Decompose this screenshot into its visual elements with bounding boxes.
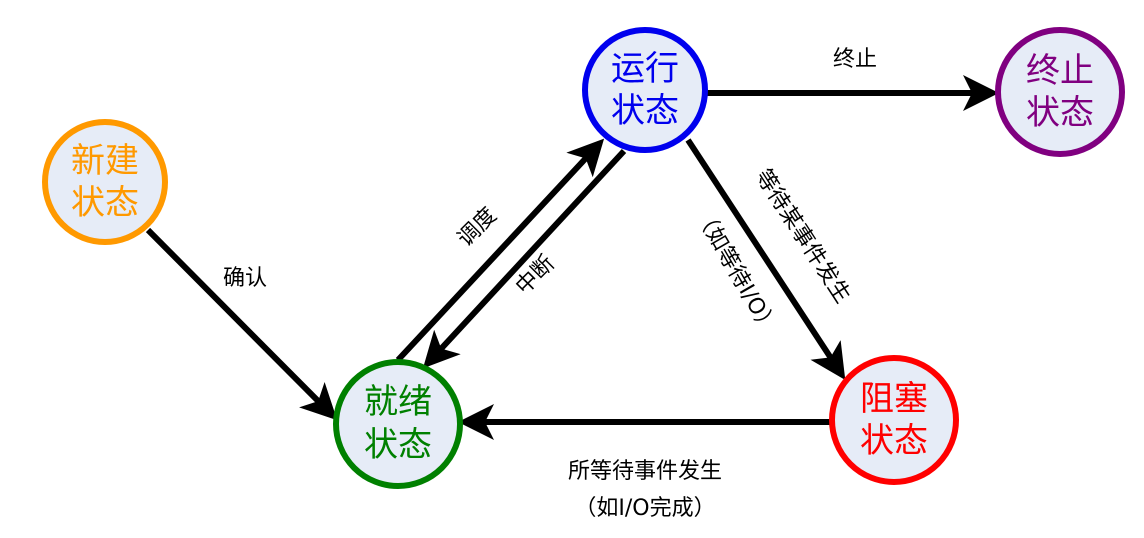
label-wait-event: 等待某事件发生 bbox=[750, 165, 855, 308]
node-new: 新建 状态 bbox=[42, 119, 168, 245]
node-ready-line2: 状态 bbox=[364, 425, 432, 465]
label-wait-example: （如等待I/O） bbox=[689, 204, 781, 339]
node-new-line1: 新建 bbox=[71, 141, 139, 181]
node-blocked-line2: 状态 bbox=[860, 421, 928, 461]
node-terminated-line2: 状态 bbox=[1026, 93, 1094, 133]
edge-ready-to-running bbox=[395, 138, 605, 363]
node-terminated: 终止 状态 bbox=[995, 27, 1125, 157]
edge-running-to-ready bbox=[422, 148, 627, 369]
label-event-example: （如I/O完成） bbox=[574, 496, 715, 521]
label-terminate: 终止 bbox=[833, 47, 877, 72]
node-running-line1: 运行 bbox=[611, 49, 679, 89]
label-dispatch: 调度 bbox=[453, 203, 502, 252]
label-interrupt: 中断 bbox=[511, 251, 560, 300]
node-blocked-line1: 阻塞 bbox=[860, 379, 928, 419]
node-terminated-line1: 终止 bbox=[1026, 51, 1094, 91]
node-new-line2: 状态 bbox=[71, 183, 139, 223]
label-confirm: 确认 bbox=[223, 266, 267, 291]
node-ready: 就绪 状态 bbox=[333, 359, 463, 489]
label-event-occurs: 所等待事件发生 bbox=[568, 459, 722, 484]
edge-running-to-blocked bbox=[685, 138, 846, 381]
node-ready-line1: 就绪 bbox=[364, 382, 432, 422]
node-running: 运行 状态 bbox=[582, 27, 708, 153]
edge-new-to-ready bbox=[145, 227, 338, 421]
node-blocked: 阻塞 状态 bbox=[829, 355, 959, 485]
node-running-line2: 状态 bbox=[611, 91, 679, 131]
